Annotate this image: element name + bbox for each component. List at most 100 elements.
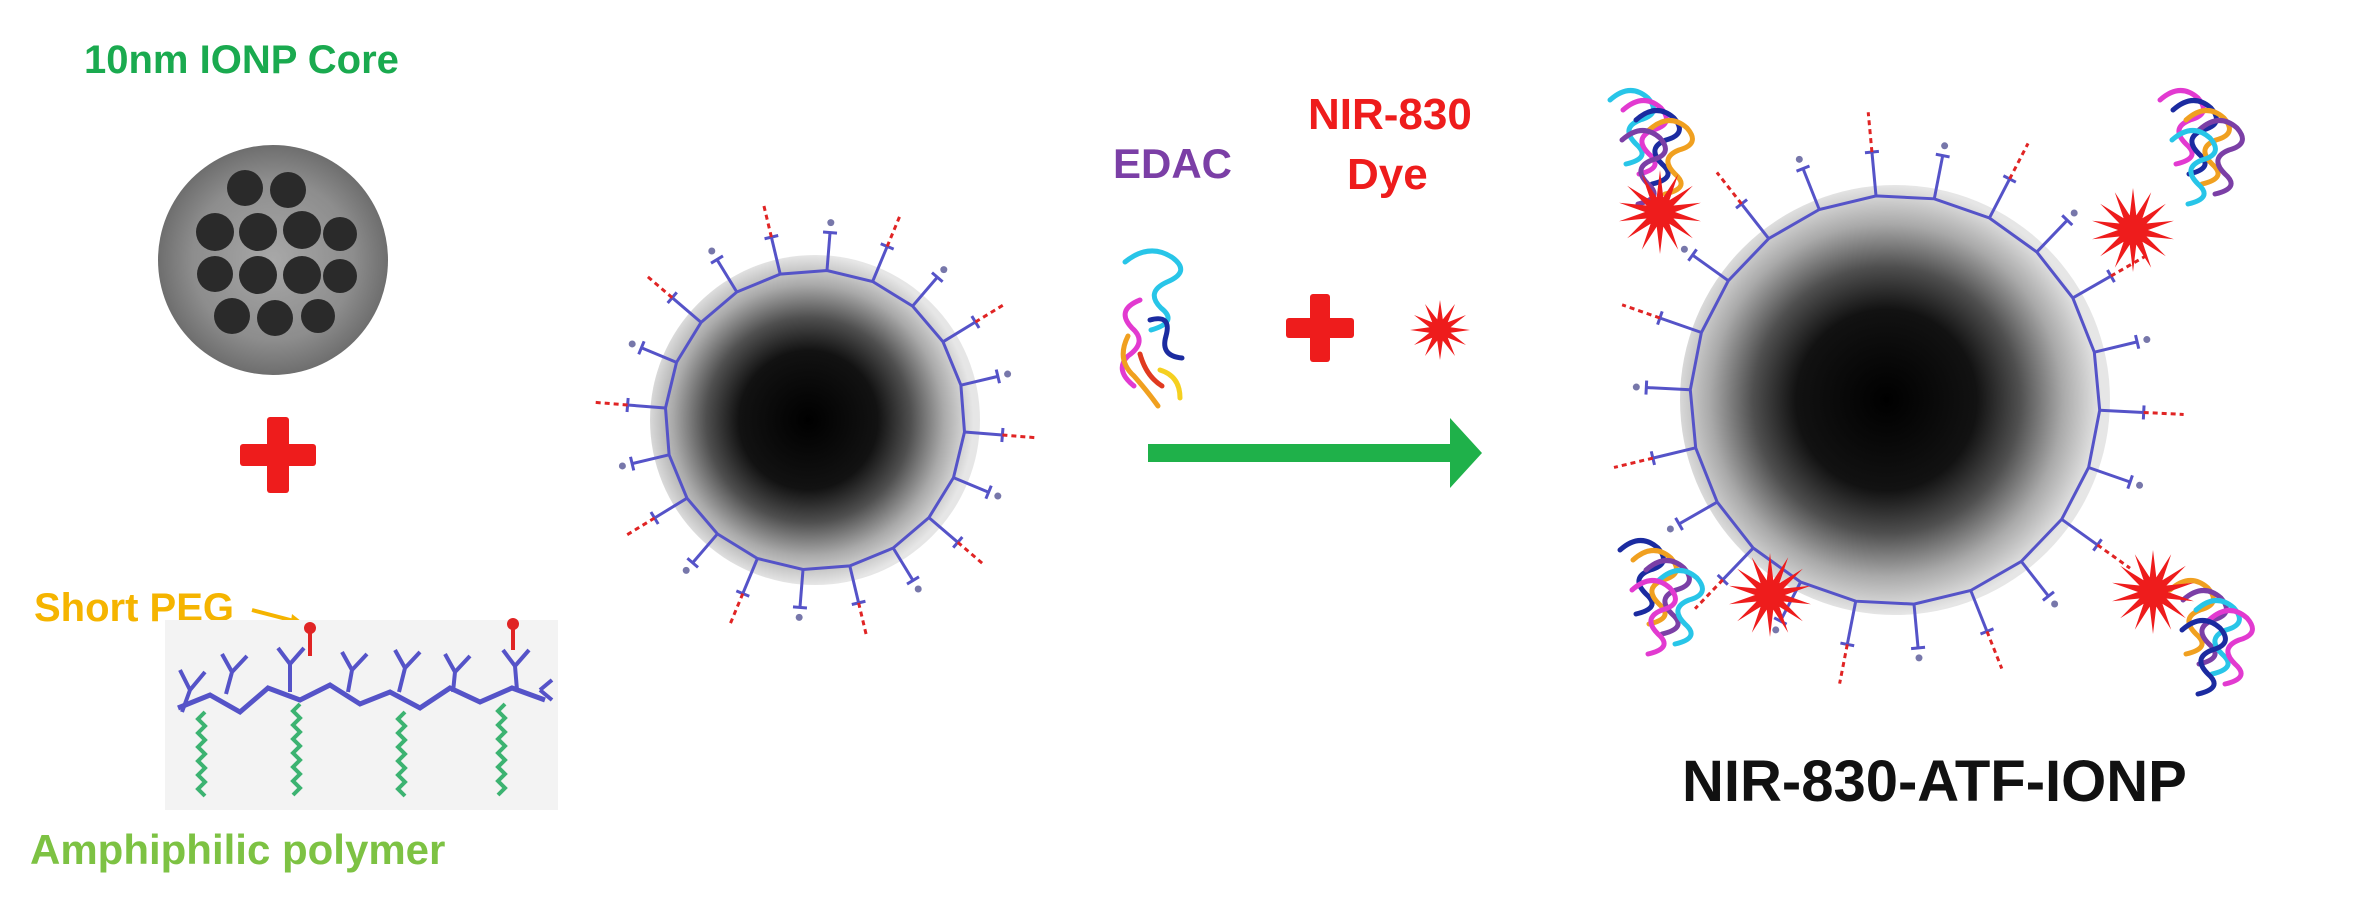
ligand-stem — [2088, 466, 2131, 484]
ligand-stem — [1870, 151, 1878, 197]
product-surface-ligands — [1613, 112, 2184, 684]
ligand-branch — [2002, 174, 2017, 184]
carboxyl-group — [1915, 654, 1923, 662]
carboxyl-group — [2136, 481, 2144, 489]
peg-tip — [1838, 644, 1849, 684]
ligand-stem — [1801, 168, 1821, 211]
peg-tip — [728, 593, 745, 626]
ligand-branch — [970, 315, 981, 329]
peg-tip — [2110, 254, 2147, 278]
ligand-stem — [871, 245, 889, 283]
ligand-branch — [1910, 645, 1926, 651]
ligand-branch — [952, 536, 964, 549]
ligand-branch — [2042, 590, 2055, 602]
peptide-ribbon — [1607, 88, 1695, 207]
ligand-stem — [1912, 603, 1920, 649]
carboxyl-group — [940, 266, 948, 274]
ligand-stem — [671, 296, 703, 324]
ligand-branch — [1674, 517, 1684, 531]
carboxyl-group — [2070, 209, 2078, 217]
coated-nanoparticle — [593, 203, 1037, 637]
nanoparticle-core — [650, 255, 980, 585]
carboxyl-group — [618, 462, 626, 470]
ligand-branch — [1687, 248, 1698, 262]
ligand-branch — [629, 456, 636, 471]
peg-tip — [2096, 543, 2131, 570]
ligand-branch — [880, 242, 895, 251]
ligand-stem — [2060, 518, 2099, 547]
ligand-branch — [994, 369, 1001, 384]
amphiphilic-polymer-structure — [165, 618, 558, 810]
ligand-stem — [848, 565, 861, 604]
ligand-stem — [631, 453, 670, 466]
carboxyl-group — [827, 219, 835, 227]
ligand-stem — [2035, 219, 2069, 254]
peg-tip — [2008, 142, 2030, 180]
ligand-branch — [792, 605, 808, 610]
star-burst-icon — [1410, 300, 1470, 360]
ligand-stem — [1652, 446, 1697, 460]
ligand-stem — [1646, 386, 1691, 392]
peg-tip — [593, 400, 628, 407]
carboxyl-group — [2051, 600, 2059, 608]
ligand-stem — [769, 236, 782, 275]
peg-tip — [624, 516, 656, 537]
carboxyl-group — [1632, 383, 1640, 391]
tem-disc — [158, 145, 388, 375]
carboxyl-group — [682, 566, 690, 574]
core-label: 10nm IONP Core — [84, 38, 399, 82]
ligand-stem — [2099, 408, 2144, 414]
ligand-branch — [649, 511, 660, 525]
plus-icon — [240, 417, 316, 493]
ligand-stem — [1740, 202, 1770, 240]
ligand-stem — [964, 430, 1003, 437]
ligand-stem — [952, 476, 990, 494]
peg-tip — [1693, 578, 1724, 610]
ligand-branch — [984, 485, 993, 500]
ligand-stem — [911, 276, 939, 308]
peg-tip — [1985, 630, 2004, 670]
ligand-branch — [931, 271, 944, 283]
carboxyl-group — [795, 613, 803, 621]
ligand-stem — [715, 258, 739, 293]
peg-tip — [2143, 410, 2184, 416]
dye-star — [1729, 553, 1811, 637]
carboxyl-group — [2143, 336, 2151, 344]
ribbon-protein-icon — [1119, 248, 1185, 409]
carboxyl-group — [1772, 626, 1780, 634]
ligand-stem — [1845, 600, 1858, 645]
ligand-stem — [640, 346, 678, 364]
surface-ligands — [593, 203, 1037, 637]
ligand-stem — [1678, 500, 1718, 526]
dye-star — [2112, 550, 2194, 634]
peg-tip — [1002, 433, 1037, 440]
ligand-stem — [2093, 340, 2138, 354]
ligand-branch — [686, 557, 699, 569]
ligand-stem — [942, 320, 977, 344]
dye-star — [2092, 188, 2174, 272]
ligand-stem — [1659, 316, 1702, 334]
carboxyl-group — [708, 247, 716, 255]
ligand-branch — [851, 599, 866, 606]
carboxyl-group — [1666, 525, 1674, 533]
conjugated-dyes — [1619, 170, 2194, 637]
dye-label-line2: Dye — [1347, 150, 1428, 199]
carboxyl-group — [628, 340, 636, 348]
ligand-branch — [1000, 427, 1005, 443]
carboxyl-group — [994, 492, 1002, 500]
ligand-branch — [710, 254, 724, 265]
ligand-stem — [741, 557, 759, 595]
polymer-backbone — [177, 682, 546, 716]
peptide-ribbon — [2167, 578, 2255, 697]
alkyl-tails — [195, 702, 508, 798]
peg-tip — [645, 274, 674, 299]
ligand-stem — [2072, 274, 2112, 300]
ligand-branch — [2092, 538, 2103, 552]
ligand-stem — [1721, 546, 1755, 581]
ligand-stem — [1988, 178, 2011, 219]
peg-tip — [857, 602, 868, 637]
ligand-branch — [2134, 334, 2141, 350]
peg-tip — [1715, 171, 1743, 205]
plus-icon — [1286, 294, 1354, 362]
